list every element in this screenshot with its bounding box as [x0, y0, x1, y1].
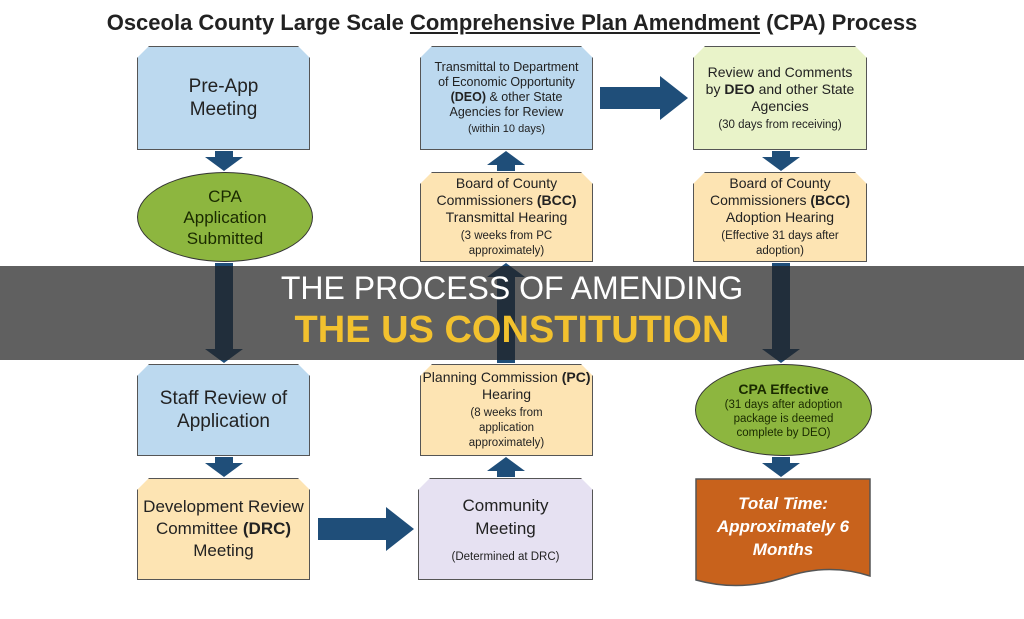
total-time-shape — [695, 478, 871, 587]
step-cpa-effective: CPA Effective(31 days after adoption pac… — [695, 364, 872, 456]
arrow-up-icon — [487, 457, 525, 477]
arrow-down-icon — [762, 457, 800, 477]
arrow-right-icon — [600, 76, 688, 120]
step-pc: Planning Commission (PC) Hearing(8 weeks… — [420, 364, 593, 456]
title-overlay-band — [0, 266, 1024, 360]
overlay-title-line2: THE US CONSTITUTION — [294, 309, 730, 351]
arrow-right-icon — [318, 507, 414, 551]
arrow-down-icon — [205, 457, 243, 477]
step-bcc-transmittal: Board of County Commissioners (BCC) Tran… — [420, 172, 593, 262]
step-total-time: Total Time: Approximately 6 Months — [695, 478, 871, 590]
overlay-title-line1: THE PROCESS OF AMENDING — [280, 270, 744, 306]
arrow-down-icon — [762, 151, 800, 171]
step-cpa-submitted: CPA Application Submitted — [137, 172, 313, 262]
step-transmittal-deo: Transmittal to Department of Economic Op… — [420, 46, 593, 150]
step-bcc-adoption: Board of County Commissioners (BCC) Adop… — [693, 172, 867, 262]
page-title: Osceola County Large Scale Comprehensive… — [106, 10, 918, 35]
arrow-down-icon — [205, 151, 243, 171]
step-preapp: Pre-App Meeting — [137, 46, 310, 150]
step-staff-review: Staff Review of Application — [137, 364, 310, 456]
step-deo-review: Review and Comments by DEO and other Sta… — [693, 46, 867, 150]
step-drc: Development Review Committee (DRC) Meeti… — [137, 478, 310, 580]
step-community: Community Meeting(Determined at DRC) — [418, 478, 593, 580]
arrow-up-icon — [487, 151, 525, 171]
